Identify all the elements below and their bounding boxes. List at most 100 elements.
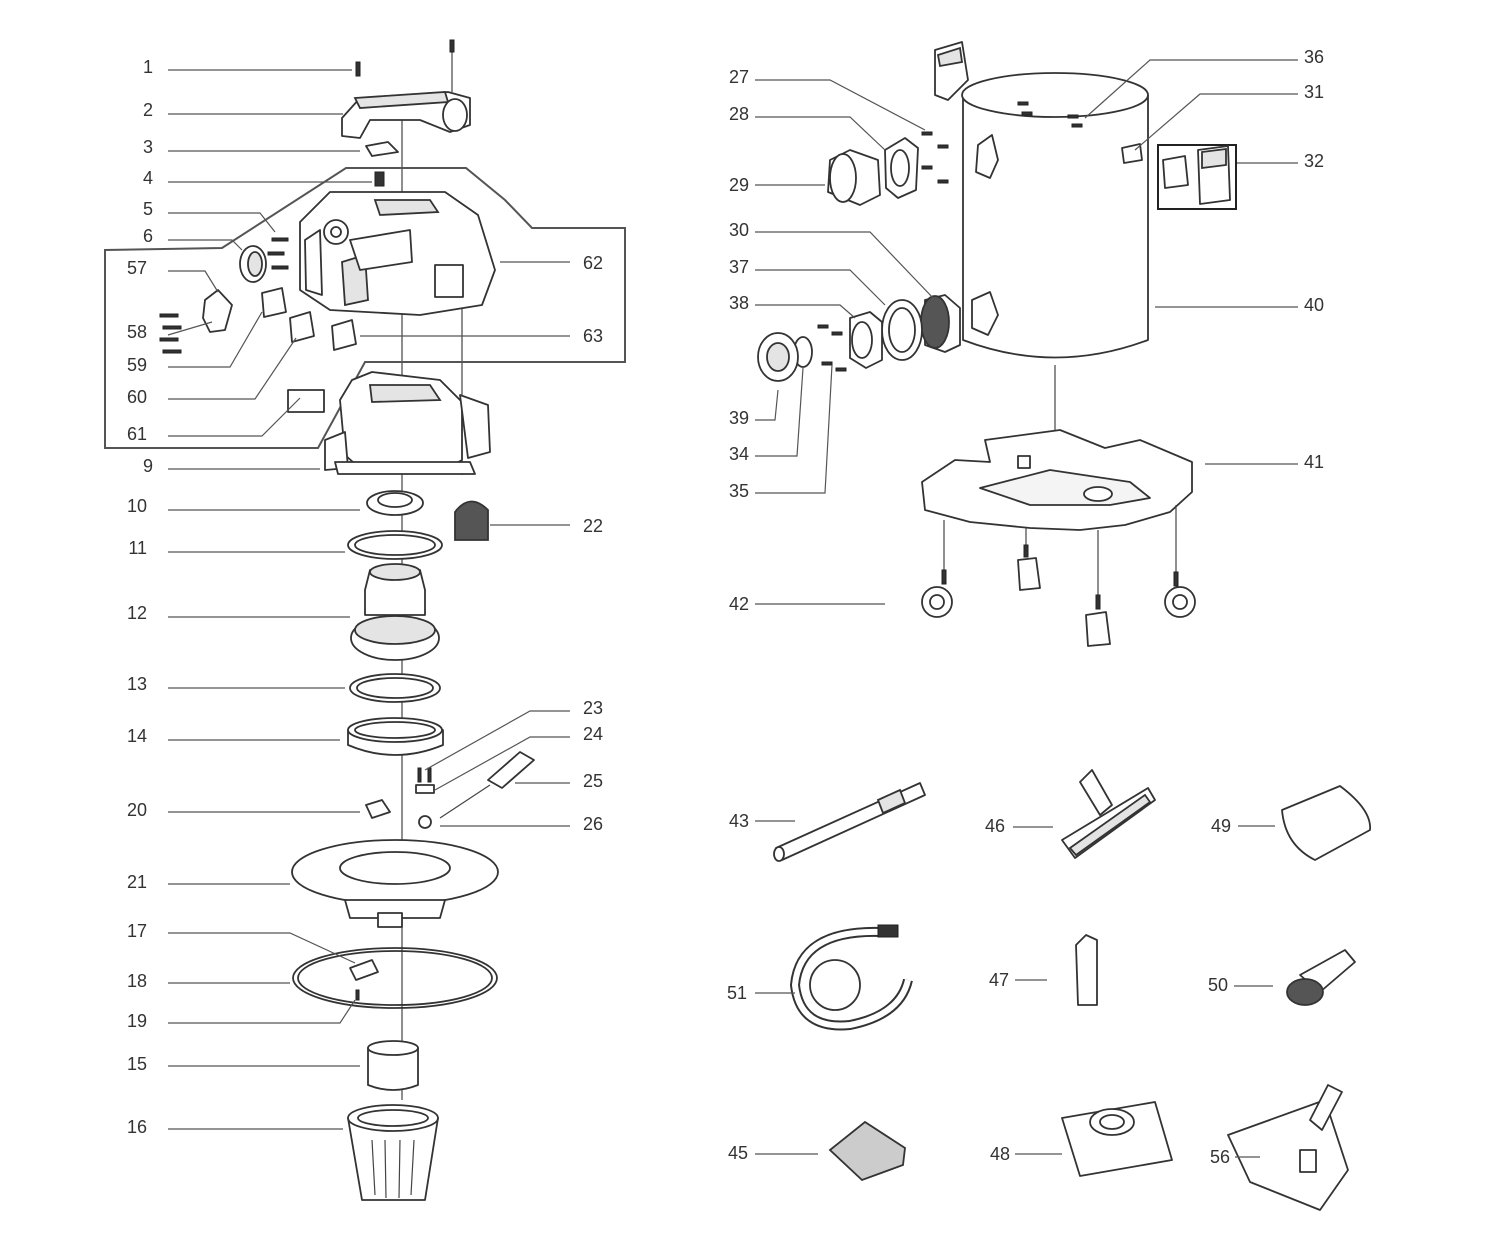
- part-47-crevice-tool-icon: [1075, 934, 1098, 1006]
- part-60-plate-icon: [289, 311, 315, 343]
- callout-38: 38: [729, 293, 749, 313]
- part-12-motor-icon: [350, 563, 440, 661]
- part-43-extension-tube-icon: [773, 782, 926, 862]
- motor-head-assembly: [104, 39, 626, 1201]
- part-13-ring-icon: [349, 673, 441, 703]
- callout-36: 36: [1304, 47, 1324, 67]
- part-18-seal-ring-icon: [292, 947, 498, 1009]
- callout-45: 45: [728, 1143, 748, 1163]
- callout-24: 24: [583, 724, 603, 744]
- part-16-cage-icon: [347, 1104, 439, 1201]
- part-45-foam-filter-icon: [828, 1120, 906, 1182]
- callout-28: 28: [729, 104, 749, 124]
- callout-18: 18: [127, 971, 147, 991]
- callout-25: 25: [583, 771, 603, 791]
- callout-14: 14: [127, 726, 147, 746]
- part-number-labels: 1234565758596061910111213142021171819151…: [127, 47, 1324, 1167]
- part-11-gasket-icon: [347, 530, 443, 560]
- part-32-latch-box-icon: [1157, 144, 1237, 210]
- leader-line-17: [168, 932, 356, 964]
- callout-50: 50: [1208, 975, 1228, 995]
- part-26-grommet-icon: [418, 815, 432, 829]
- part-24-clamp-icon: [415, 784, 435, 794]
- tank-latch-icon: [934, 41, 969, 101]
- part-17-plate-icon: [349, 959, 379, 981]
- callout-37: 37: [729, 257, 749, 277]
- leader-line-27: [755, 79, 926, 131]
- handle-screw-icon: [449, 39, 455, 53]
- leader-line-58: [167, 321, 213, 336]
- part-3-pad-icon: [365, 141, 399, 157]
- head-group-frame: [104, 167, 626, 449]
- part-61-label-icon: [287, 389, 325, 413]
- part-30-filter-icon: [920, 294, 961, 353]
- tank-assembly: [757, 41, 1237, 647]
- part-38-flange-icon: [849, 311, 883, 369]
- part-1-screw-icon: [355, 61, 361, 77]
- callout-4: 4: [143, 168, 153, 188]
- callout-35: 35: [729, 481, 749, 501]
- part-63-block-icon: [331, 319, 357, 351]
- part-20-latch-icon: [365, 799, 391, 819]
- callout-30: 30: [729, 220, 749, 240]
- callout-51: 51: [727, 983, 747, 1003]
- leader-line-34: [755, 367, 804, 457]
- callout-57: 57: [127, 258, 147, 278]
- part-9-motor-housing-icon: [324, 371, 491, 475]
- callout-2: 2: [143, 100, 153, 120]
- leader-line-60: [168, 337, 297, 400]
- part-48-dust-bag-icon: [1061, 1101, 1173, 1177]
- callout-31: 31: [1304, 82, 1324, 102]
- callout-12: 12: [127, 603, 147, 623]
- callout-46: 46: [985, 816, 1005, 836]
- leader-line-19: [168, 999, 356, 1024]
- part-21-base-plate-icon: [291, 839, 499, 928]
- callout-59: 59: [127, 355, 147, 375]
- callout-32: 32: [1304, 151, 1324, 171]
- callout-27: 27: [729, 67, 749, 87]
- leader-line-39: [755, 389, 779, 421]
- callout-6: 6: [143, 226, 153, 246]
- part-35-screws-icon: [817, 324, 847, 372]
- callout-16: 16: [127, 1117, 147, 1137]
- leader-line-28: [755, 116, 886, 151]
- part-6-knob-icon: [239, 245, 267, 283]
- callout-13: 13: [127, 674, 147, 694]
- part-59-plate-icon: [261, 287, 287, 318]
- callout-43: 43: [729, 811, 749, 831]
- part-42-castors-icon: [921, 505, 1196, 647]
- callout-11: 11: [128, 538, 147, 558]
- callout-15: 15: [127, 1054, 147, 1074]
- part-40-tank-icon: [961, 72, 1149, 455]
- part-39-nut-icon: [757, 332, 799, 382]
- part-37-ring-icon: [881, 299, 923, 361]
- part-10-ring-icon: [366, 490, 424, 516]
- part-28-flange-icon: [884, 137, 919, 199]
- callout-20: 20: [127, 800, 147, 820]
- part-5-screws-icon: [267, 237, 289, 270]
- leader-line-57: [168, 270, 219, 293]
- callout-56: 56: [1210, 1147, 1230, 1167]
- part-46-floor-tool-icon: [1061, 769, 1156, 859]
- callout-41: 41: [1304, 452, 1324, 472]
- callout-3: 3: [143, 137, 153, 157]
- callout-42: 42: [729, 594, 749, 614]
- part-62-top-cover-icon: [299, 191, 496, 316]
- callout-62: 62: [583, 253, 603, 273]
- leader-line-24: [434, 736, 570, 791]
- part-49-cartridge-icon: [1281, 785, 1371, 861]
- leader-line-59: [168, 311, 263, 368]
- part-22-filter-pad-icon: [454, 500, 489, 541]
- leader-line-37: [755, 269, 886, 306]
- leader-line-5: [168, 212, 276, 233]
- callout-26: 26: [583, 814, 603, 834]
- leader-lines: [167, 59, 1298, 1158]
- leader-line-35: [755, 364, 833, 494]
- callout-22: 22: [583, 516, 603, 536]
- callout-49: 49: [1211, 816, 1231, 836]
- callout-19: 19: [127, 1011, 147, 1031]
- callout-17: 17: [127, 921, 147, 941]
- callout-9: 9: [143, 456, 153, 476]
- callout-34: 34: [729, 444, 749, 464]
